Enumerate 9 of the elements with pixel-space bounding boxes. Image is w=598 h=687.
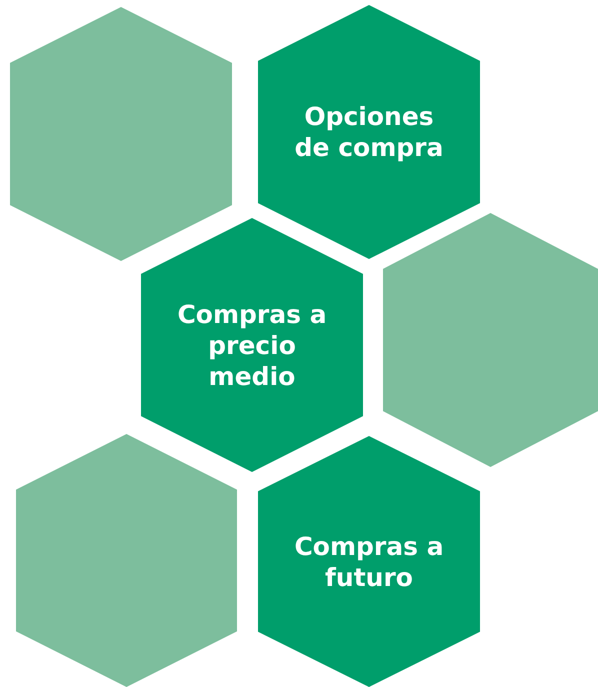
hexagon: [258, 436, 480, 687]
hexagon: [10, 7, 232, 261]
hexagon: [258, 5, 480, 259]
hexagon-label: Compras a precio medio: [177, 298, 327, 392]
hexagon-label: Compras a futuro: [294, 530, 444, 592]
hexagon-label: Opciones de compra: [294, 101, 444, 163]
hexagon: [16, 434, 237, 687]
hexagon: [383, 213, 598, 467]
hexagon: [141, 218, 363, 472]
